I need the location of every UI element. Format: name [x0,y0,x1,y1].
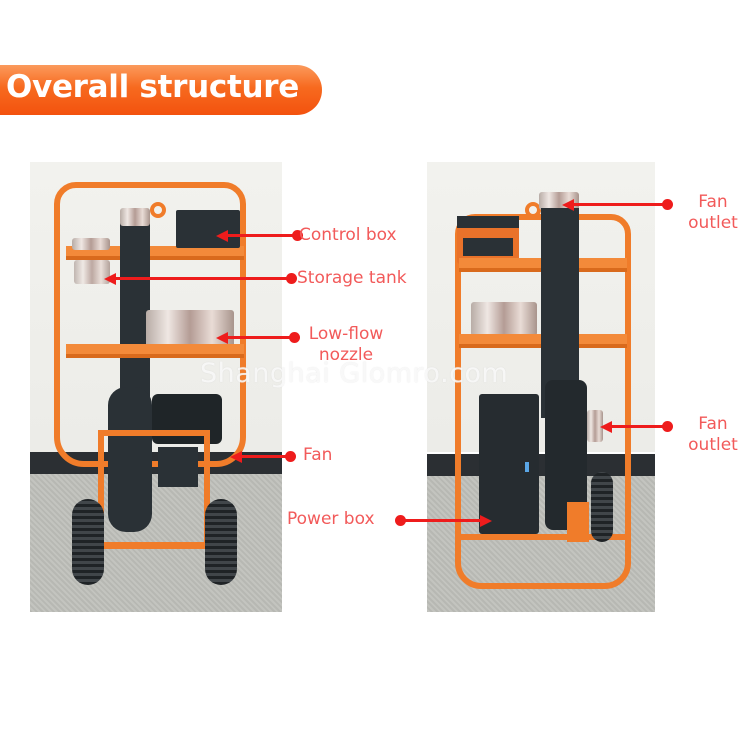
arrow-left-icon [600,421,612,433]
motor-junction [158,447,198,487]
lower-frame-right [204,430,210,548]
upper-tray [66,246,244,260]
right-product-photo [427,162,655,612]
arrow-right-icon [480,515,492,527]
callout-dot [662,199,673,210]
duct-coupling [120,208,150,226]
control-box-illustration [176,210,240,248]
right-wheel [205,499,237,585]
callout-dot [662,421,673,432]
label-power-box: Power box [287,509,375,529]
callout-line-fan-outlet-top [568,203,668,206]
label-line-2: outlet [688,213,738,233]
lower-frame-bar [98,430,210,436]
label-line-1: Fan [698,192,728,212]
label-low-flow-nozzle: Low-flow nozzle [298,324,394,366]
left-wheel [72,499,104,585]
power-box-illustration [479,394,539,534]
left-product-photo [30,162,282,612]
callout-dot [292,230,303,241]
label-fan-outlet-top: Fan outlet [678,192,748,234]
callout-line-fan [238,455,290,458]
watermark: Shanghai Glomro.com [200,358,509,389]
label-line-2: outlet [688,435,738,455]
fan-housing [108,387,152,532]
arrow-left-icon [104,273,116,285]
arrow-left-icon [562,199,574,211]
callout-line-storage-tank [110,277,290,280]
lifting-ring [525,202,541,218]
rear-wheel [591,472,613,542]
label-fan-outlet-side: Fan outlet [678,414,748,456]
lifting-ring [150,202,166,218]
callout-dot [289,332,300,343]
fan-motor [152,394,222,444]
label-line-1: Low-flow [308,324,384,344]
base-bar [459,534,627,540]
control-panel [463,238,513,256]
fan-outlet-coupling-side [587,410,603,442]
label-fan: Fan [303,445,333,465]
title-banner: Overall structure [0,65,322,115]
lower-frame-left [98,430,104,548]
callout-line-fan-outlet-side [606,425,668,428]
callout-line-power-box [400,519,482,522]
page-title: Overall structure [6,69,299,105]
label-storage-tank: Storage tank [297,268,407,288]
label-control-box: Control box [299,225,397,245]
power-indicator [525,462,529,472]
label-line-2: nozzle [318,345,374,365]
axle-bar [98,542,210,549]
arrow-left-icon [230,451,242,463]
label-line-1: Fan [698,414,728,434]
callout-line-low-flow-nozzle [222,336,294,339]
arrow-left-icon [216,230,228,242]
middle-tray [66,344,244,358]
arrow-left-icon [216,332,228,344]
floor [427,476,655,612]
low-flow-nozzle-illustration [471,302,537,336]
callout-dot [286,273,297,284]
control-box-lid [457,216,519,228]
base-brace [567,502,589,542]
storage-tank-top [72,238,110,250]
callout-dot [285,451,296,462]
callout-line-control-box [222,234,298,237]
